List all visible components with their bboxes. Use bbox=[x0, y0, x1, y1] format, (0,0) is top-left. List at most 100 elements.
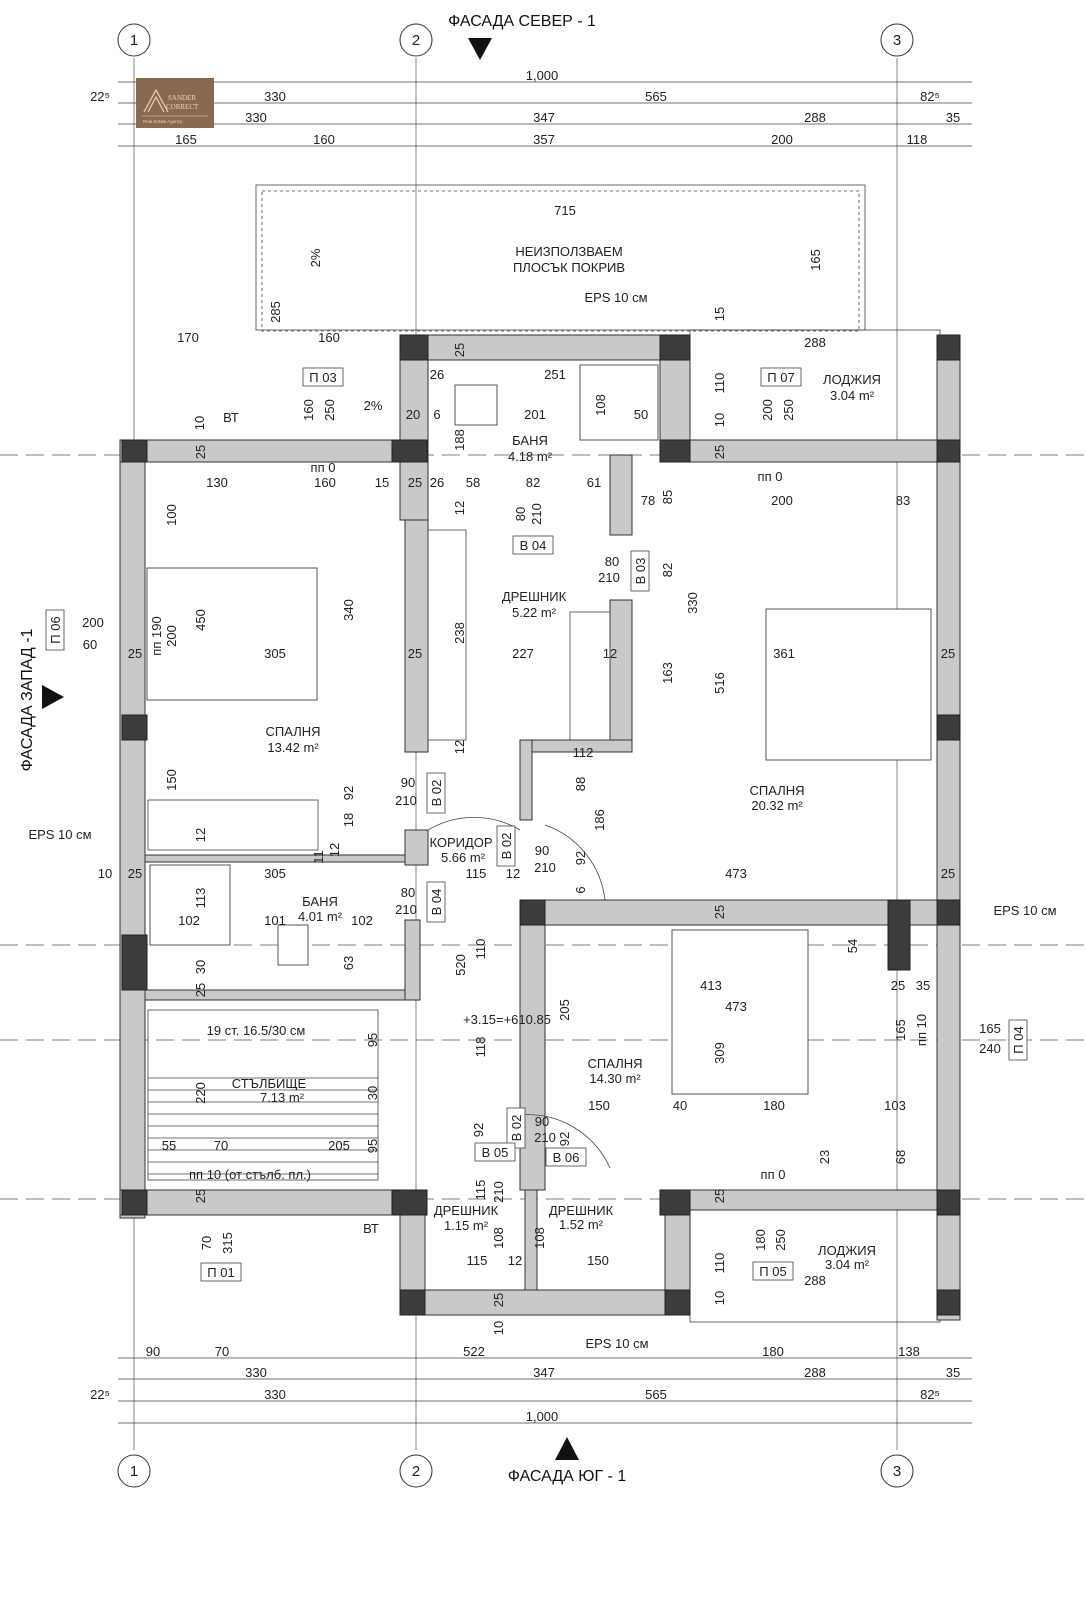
plan-label: 25 bbox=[941, 646, 955, 661]
label-text: 240 bbox=[979, 1041, 1001, 1056]
plan-label: 315 bbox=[220, 1232, 235, 1254]
plan-label: 160 bbox=[313, 132, 335, 147]
loggia-south-outline bbox=[689, 1209, 941, 1323]
label-text: 200 bbox=[771, 132, 793, 147]
label-text: 5.66 m² bbox=[441, 850, 486, 865]
label-text: 13.42 m² bbox=[267, 740, 319, 755]
plan-label: 2% bbox=[364, 398, 383, 413]
plan-label: 330 bbox=[685, 592, 700, 614]
label-text: 565 bbox=[645, 1387, 667, 1402]
label-text: 250 bbox=[781, 399, 796, 421]
label-text: НЕИЗПОЛЗВАЕМ bbox=[515, 244, 622, 259]
opening-tag-label: П 03 bbox=[309, 370, 336, 385]
plan-label: 110 bbox=[712, 373, 727, 394]
plan-label: 90 bbox=[535, 1114, 549, 1129]
label-text: 4.01 m² bbox=[298, 909, 343, 924]
opening-tag: П 06 bbox=[45, 609, 65, 651]
label-text: 12 bbox=[508, 1253, 522, 1268]
label-text: СПАЛНЯ bbox=[750, 783, 805, 798]
label-text: 10 bbox=[491, 1321, 506, 1335]
opening-tag: В 02 bbox=[426, 772, 446, 814]
opening-tag-box bbox=[630, 550, 650, 592]
column bbox=[121, 714, 148, 741]
plan-label: 180 bbox=[753, 1229, 768, 1251]
wall bbox=[144, 854, 406, 863]
plan-label: 20 bbox=[406, 407, 420, 422]
label-text: 330 bbox=[245, 1365, 267, 1380]
plan-label: 80 bbox=[513, 507, 528, 521]
axis-marker-circle bbox=[399, 1454, 433, 1488]
label-text: 90 bbox=[535, 1114, 549, 1129]
toilet bbox=[277, 924, 309, 966]
plan-label: 160 bbox=[314, 475, 336, 490]
plan-label: 330 bbox=[245, 110, 267, 125]
opening-tag-box bbox=[760, 367, 802, 387]
plan-label: 251 bbox=[544, 367, 566, 382]
plan-label: 83 bbox=[896, 493, 910, 508]
plan-label: 288 bbox=[804, 1365, 826, 1380]
plan-label: 12 bbox=[193, 828, 208, 842]
label-text: 160 bbox=[318, 330, 340, 345]
svg-text:CORRECT: CORRECT bbox=[166, 103, 199, 111]
opening-tag-label: П 07 bbox=[767, 370, 794, 385]
plan-label: 110 bbox=[473, 939, 488, 960]
wall bbox=[609, 454, 633, 536]
opening-tag-box bbox=[45, 609, 65, 651]
column bbox=[659, 1189, 691, 1216]
plan-label: 288 bbox=[804, 1273, 826, 1288]
opening-tag-box bbox=[506, 1107, 526, 1149]
plan-label: 347 bbox=[533, 1365, 555, 1380]
plan-label: 1,000 bbox=[526, 1409, 559, 1424]
opening-tag: П 04 bbox=[1008, 1019, 1028, 1061]
plan-label: пп 10 bbox=[914, 1014, 929, 1046]
label-text: 35 bbox=[946, 1365, 960, 1380]
label-text: 25 bbox=[128, 646, 142, 661]
plan-label: ЛОДЖИЯ bbox=[823, 372, 881, 387]
plan-label: 285 bbox=[268, 301, 283, 323]
plan-label: EPS 10 см bbox=[993, 903, 1056, 918]
label-text: 565 bbox=[645, 89, 667, 104]
plan-label: 92 bbox=[471, 1123, 486, 1137]
plan-label: КОРИДОР bbox=[429, 835, 492, 850]
label-text: 70 bbox=[199, 1236, 214, 1250]
label-text: 55 bbox=[162, 1138, 176, 1153]
column bbox=[936, 334, 961, 361]
label-text: 288 bbox=[804, 1365, 826, 1380]
plan-label: пп 10 (от стълб. пл.) bbox=[189, 1167, 311, 1182]
label-text: 285 bbox=[268, 301, 283, 323]
plan-label: 35 bbox=[946, 110, 960, 125]
wall bbox=[659, 439, 961, 463]
opening-tag: П 05 bbox=[752, 1261, 794, 1281]
plan-label: 25 bbox=[712, 445, 727, 459]
plan-label: 101 bbox=[264, 913, 286, 928]
plan-label: 205 bbox=[557, 999, 572, 1021]
label-text: пп 10 bbox=[914, 1014, 929, 1046]
plan-label: 68 bbox=[893, 1150, 908, 1164]
plan-label: пп 0 bbox=[311, 460, 336, 475]
label-text: БАНЯ bbox=[302, 894, 338, 909]
label-text: 26 bbox=[430, 367, 444, 382]
plan-label: 90 bbox=[535, 843, 549, 858]
plan-label: 210 bbox=[598, 570, 620, 585]
label-text: 227 bbox=[512, 646, 534, 661]
label-text: 130 bbox=[206, 475, 228, 490]
plan-label: 288 bbox=[804, 110, 826, 125]
plan-label: 92 bbox=[557, 1132, 572, 1146]
plan-label: 85 bbox=[660, 490, 675, 504]
plan-label: 90 bbox=[401, 775, 415, 790]
label-text: 100 bbox=[164, 504, 179, 526]
plan-label: 102 bbox=[351, 913, 373, 928]
axis-marker-circle bbox=[117, 1454, 151, 1488]
label-text: 201 bbox=[524, 407, 546, 422]
label-text: ДРЕШНИК bbox=[549, 1203, 614, 1218]
label-text: 180 bbox=[762, 1344, 784, 1359]
plan-label: 305 bbox=[264, 646, 286, 661]
label-text: 330 bbox=[245, 110, 267, 125]
axis-marker-circle bbox=[880, 23, 914, 57]
label-text: 330 bbox=[264, 89, 286, 104]
opening-tag: В 04 bbox=[512, 535, 554, 555]
column bbox=[391, 1189, 428, 1216]
label-text: 1.52 m² bbox=[559, 1217, 604, 1232]
plan-label: 357 bbox=[533, 132, 555, 147]
label-text: 25 bbox=[491, 1293, 506, 1307]
